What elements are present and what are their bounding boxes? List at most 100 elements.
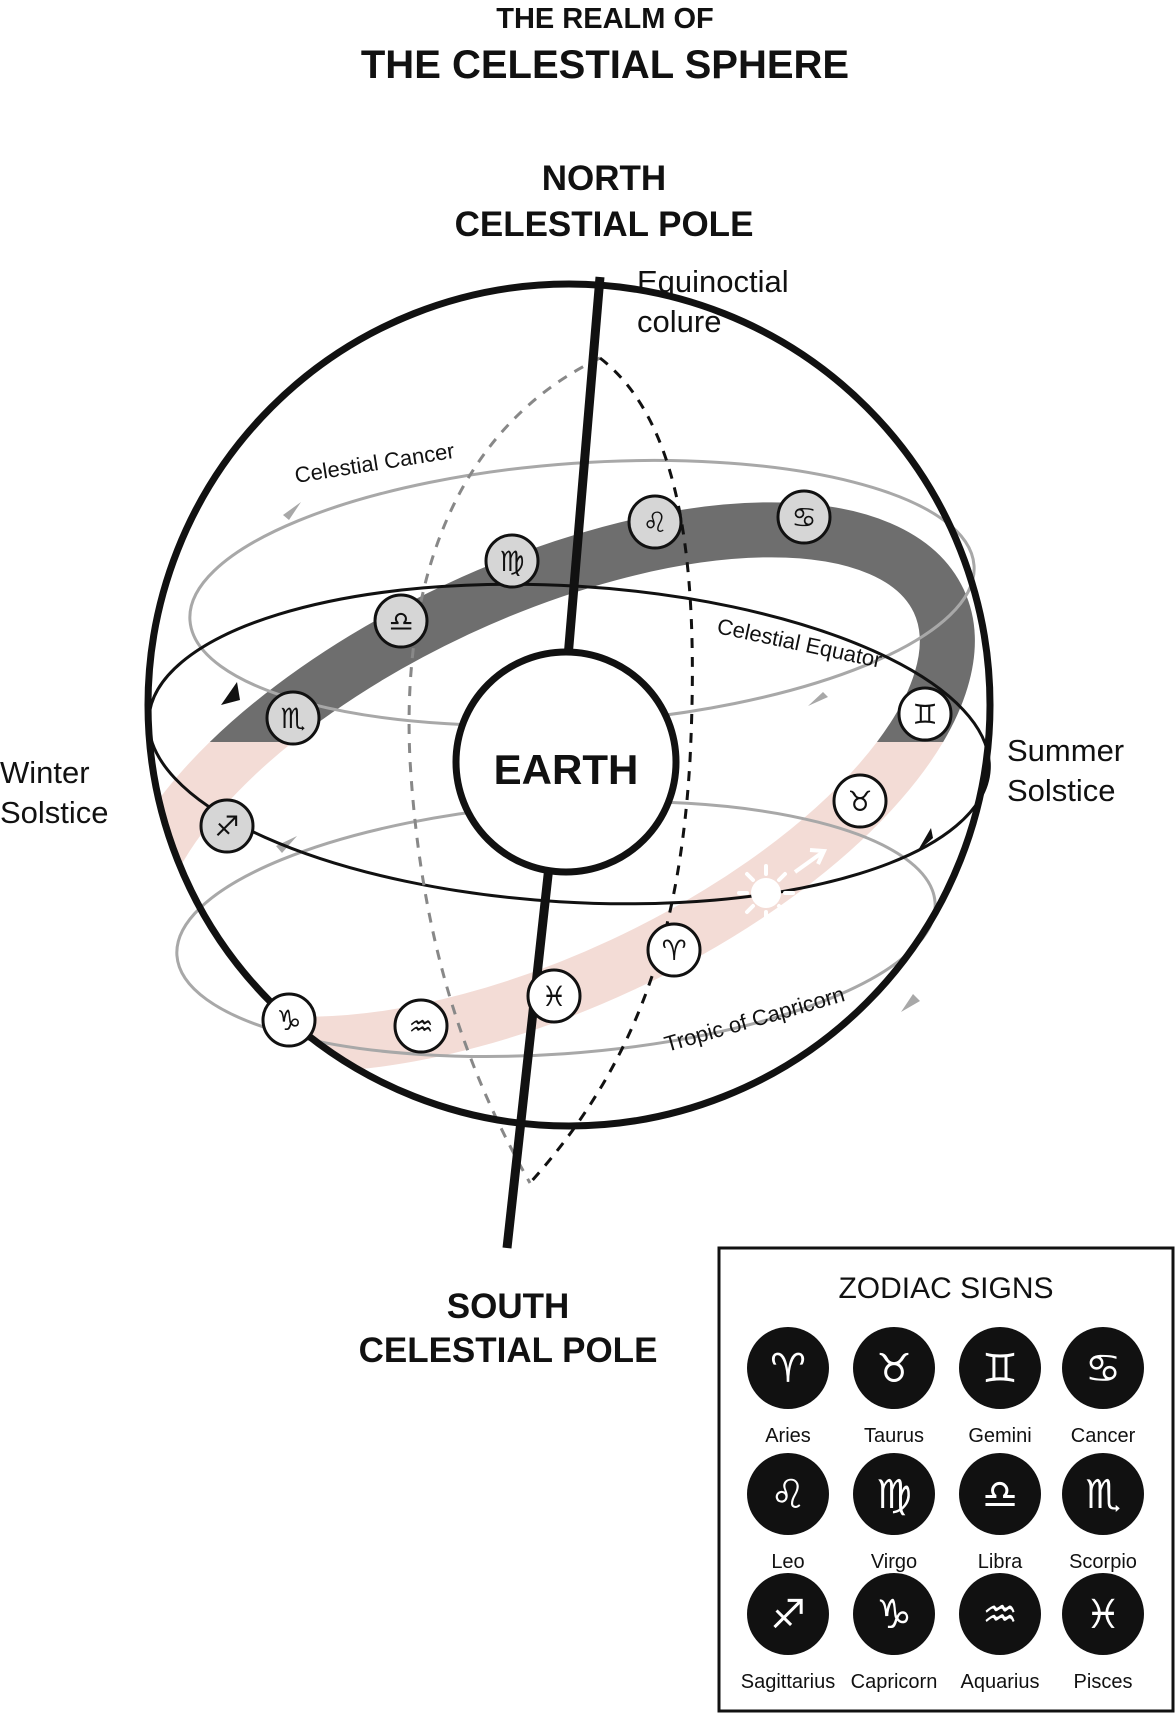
band-sign-scorpio: ♏︎ [265, 690, 321, 746]
aquarius-icon: ♒︎ [408, 1010, 433, 1043]
band-sign-disc [897, 686, 953, 742]
legend-label: Leo [771, 1551, 804, 1573]
legend-disc [1062, 1453, 1144, 1535]
band-sign-disc [832, 773, 888, 829]
legend-label: Aquarius [961, 1671, 1040, 1693]
band-sign-disc [199, 798, 255, 854]
sun-rays [737, 864, 795, 922]
band-sign-gemini: ♊︎ [897, 686, 953, 742]
band-sign-disc [646, 922, 702, 978]
band-sign-libra: ♎︎ [373, 593, 429, 649]
legend-item-taurus: ♉︎ Taurus [853, 1327, 935, 1447]
band-sign-disc [393, 998, 449, 1054]
legend-item-scorpio: ♏︎ Scorpio [1062, 1453, 1144, 1573]
ecliptic-band-back-shape [148, 502, 975, 742]
band-sign-aries: ♈︎ [646, 922, 702, 978]
celestial-cancer-label: Celestial Cancer [293, 438, 456, 488]
equator-arrow-icon [221, 682, 240, 705]
leo-icon: ♌︎ [642, 506, 667, 539]
taurus-icon: ♉︎ [847, 785, 872, 818]
sun-disc [751, 878, 781, 908]
legend-disc [1062, 1327, 1144, 1409]
band-sign-virgo: ♍︎ [484, 533, 540, 589]
sagittarius-icon: ♐︎ [214, 810, 239, 843]
title-line-2: THE CELESTIAL SPHERE [361, 43, 849, 87]
legend-label: Scorpio [1069, 1551, 1137, 1573]
legend-item-leo: ♌︎ Leo [747, 1453, 829, 1573]
scorpio-icon: ♏︎ [280, 702, 305, 735]
legend-disc [959, 1327, 1041, 1409]
libra-icon: ♎︎ [982, 1472, 1018, 1518]
legend-label: Pisces [1074, 1671, 1133, 1693]
ecliptic-band-front-shape [148, 742, 975, 1072]
legend-item-aries: ♈︎ Aries [747, 1327, 829, 1447]
band-sign-disc [373, 593, 429, 649]
zodiac-legend: ZODIAC SIGNS ♈︎ Aries ♉︎ Taurus ♊︎Gemini ♋︎ Ca… [717, 1246, 1175, 1713]
band-sign-aquarius: ♒︎ [393, 998, 449, 1054]
aries-icon: ♈︎ [770, 1346, 806, 1392]
band-sign-disc [627, 494, 683, 550]
scorpio-icon: ♏︎ [1085, 1472, 1121, 1518]
legend-disc [747, 1453, 829, 1535]
legend-disc [747, 1573, 829, 1655]
legend-item-capricorn: ♑︎Capricorn [851, 1573, 937, 1693]
cancer-arrow-icon-2 [808, 692, 828, 706]
summer-solstice-label-2: Solstice [1007, 773, 1116, 808]
colure-back-dashed [407, 356, 601, 1184]
summer-solstice-label-1: Summer [1007, 733, 1124, 768]
earth [452, 648, 680, 876]
zodiac-legend-title: ZODIAC SIGNS [838, 1272, 1053, 1305]
pisces-icon: ♓︎ [541, 980, 566, 1013]
cancer-arrow-icon [283, 502, 301, 520]
band-sign-capricorn: ♑︎ [261, 992, 317, 1048]
virgo-icon: ♍︎ [876, 1472, 912, 1518]
band-signs: ♋︎ ♌︎ ♍︎ ♎︎ ♏︎ ♐︎ ♊︎ ♉︎ ♈︎ ♓︎ ♒︎ ♑︎ [199, 489, 953, 1054]
ecliptic-band [148, 502, 975, 1072]
legend-label: Cancer [1071, 1425, 1136, 1447]
winter-solstice-label-1: Winter [0, 755, 90, 790]
capricorn-arrow-icon [276, 836, 297, 853]
legend-label: Gemini [968, 1425, 1031, 1447]
libra-icon: ♎︎ [388, 605, 413, 638]
band-sign-cancer: ♋︎ [776, 489, 832, 545]
gemini-icon: ♊︎ [912, 698, 937, 731]
leo-icon: ♌︎ [770, 1472, 806, 1518]
ecliptic-band-back [148, 502, 975, 742]
legend-disc [959, 1453, 1041, 1535]
pisces-icon: ♓︎ [1085, 1592, 1121, 1638]
celestial-axis-north [560, 276, 605, 694]
taurus-icon: ♉︎ [876, 1346, 912, 1392]
legend-label: Libra [978, 1551, 1023, 1573]
band-sign-disc [484, 533, 540, 589]
band-sign-disc [526, 968, 582, 1024]
title-line-1: THE REALM OF [496, 3, 714, 35]
sun-motion-arrow-icon [793, 848, 828, 874]
earth-label: EARTH [494, 746, 639, 793]
band-sign-disc [265, 690, 321, 746]
south-pole-label-1: SOUTH [447, 1287, 570, 1326]
band-sign-pisces: ♓︎ [526, 968, 582, 1024]
legend-item-sagittarius: ♐︎Sagittarius [741, 1573, 836, 1693]
capricorn-arrow-icon-2 [901, 994, 920, 1012]
south-pole-label-2: CELESTIAL POLE [359, 1331, 658, 1370]
ecliptic-band-front [148, 742, 975, 1072]
legend-label: Aries [765, 1425, 811, 1447]
legend-label: Sagittarius [741, 1671, 836, 1693]
legend-item-gemini: ♊︎Gemini [959, 1327, 1041, 1447]
legend-item-virgo: ♍︎Virgo [853, 1453, 935, 1573]
legend-label: Taurus [864, 1425, 924, 1447]
band-sign-leo: ♌︎ [627, 494, 683, 550]
aries-icon: ♈︎ [661, 934, 686, 967]
virgo-icon: ♍︎ [499, 545, 524, 578]
legend-disc [853, 1573, 935, 1655]
legend-disc [1062, 1573, 1144, 1655]
cancer-icon: ♋︎ [1085, 1346, 1121, 1392]
winter-solstice-label-2: Solstice [0, 795, 109, 830]
cancer-icon: ♋︎ [791, 501, 816, 534]
band-sign-taurus: ♉︎ [832, 773, 888, 829]
north-pole-label-2: CELESTIAL POLE [455, 205, 754, 244]
sun-icon [737, 864, 795, 922]
equator-arrow-icon-2 [917, 828, 933, 852]
legend-item-aquarius: ♒︎Aquarius [959, 1573, 1041, 1693]
